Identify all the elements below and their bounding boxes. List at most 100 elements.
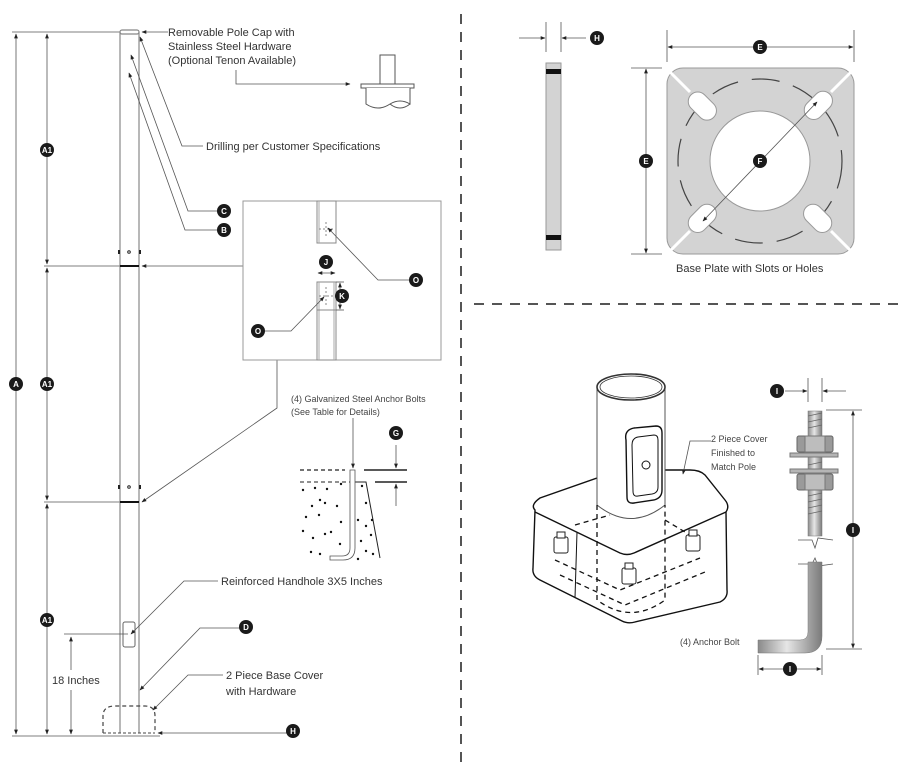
iso-handhole-cover bbox=[624, 425, 663, 504]
foundation-detail: (4) Galvanized Steel Anchor Bolts (See T… bbox=[291, 394, 426, 561]
svg-text:I: I bbox=[852, 526, 854, 535]
anchor-bolts-label-line1: (4) Galvanized Steel Anchor Bolts bbox=[291, 394, 426, 404]
badge-a1-top: A1 bbox=[40, 143, 54, 157]
handhole-leader bbox=[130, 580, 218, 635]
badge-i-top: I bbox=[770, 384, 784, 398]
dimension-badges: A1 A A1 A1 C B O J K O G D H H E E F I I… bbox=[9, 31, 860, 738]
badge-i-right: I bbox=[846, 523, 860, 537]
pole-elevation: 18 Inches Removable Pole Cap with Stainl… bbox=[12, 27, 415, 737]
base-cover-leader bbox=[152, 674, 223, 711]
detail-frame bbox=[242, 200, 442, 361]
anchor-bolt-label: (4) Anchor Bolt bbox=[680, 637, 740, 647]
badge-c: C bbox=[217, 204, 231, 218]
svg-text:J: J bbox=[324, 258, 328, 267]
plate-side-band-bottom bbox=[546, 235, 561, 240]
base-plate-section: Base Plate with Slots or Holes bbox=[519, 22, 855, 275]
base-cover-top-edge bbox=[534, 511, 727, 556]
o-leader-top bbox=[327, 227, 410, 281]
drilling-leader bbox=[139, 36, 203, 147]
tenon-leader bbox=[235, 70, 351, 86]
badge-k: K bbox=[335, 289, 349, 303]
svg-text:O: O bbox=[255, 327, 261, 336]
svg-text:F: F bbox=[758, 157, 763, 166]
badge-o-top: O bbox=[409, 273, 423, 287]
svg-text:A: A bbox=[13, 380, 19, 389]
drill-holes-1 bbox=[118, 250, 141, 254]
bolt-nut-bottom-face bbox=[804, 473, 826, 491]
badge-a1-bottom: A1 bbox=[40, 613, 54, 627]
pole-cap bbox=[119, 29, 140, 35]
break-line-lower bbox=[798, 557, 834, 567]
badge-a1-middle: A1 bbox=[40, 377, 54, 391]
bolt-washer-bottom bbox=[789, 468, 839, 474]
concrete-aggregate bbox=[301, 482, 375, 561]
svg-text:H: H bbox=[290, 727, 296, 736]
svg-text:H: H bbox=[594, 34, 600, 43]
badge-j: J bbox=[319, 255, 333, 269]
anchor-bolts-label-line2: (See Table for Details) bbox=[291, 407, 380, 417]
badge-i-bottom: I bbox=[783, 662, 797, 676]
base-cover-line1: 2 Piece Base Cover bbox=[226, 670, 324, 682]
iso-handhole-inner bbox=[631, 434, 659, 497]
drilling-label: Drilling per Customer Specifications bbox=[206, 141, 381, 153]
badge-g: G bbox=[389, 426, 403, 440]
handhole-label: Reinforced Handhole 3X5 Inches bbox=[221, 576, 383, 588]
handhole-height-label: 18 Inches bbox=[52, 675, 100, 687]
svg-text:A1: A1 bbox=[42, 616, 53, 625]
badge-f: F bbox=[753, 154, 767, 168]
b-leader bbox=[128, 72, 218, 231]
cover-split-line bbox=[574, 531, 578, 599]
o-leader-bottom bbox=[264, 296, 325, 332]
badge-h-top: H bbox=[590, 31, 604, 45]
svg-text:C: C bbox=[221, 207, 227, 216]
bolt-nut-top-face bbox=[804, 435, 826, 453]
drilling-detail-box bbox=[242, 200, 442, 361]
svg-text:A1: A1 bbox=[42, 380, 53, 389]
svg-text:K: K bbox=[339, 292, 345, 301]
iso-cover-line1: 2 Piece Cover bbox=[711, 434, 768, 444]
svg-text:I: I bbox=[789, 665, 791, 674]
detail-leader-bottom bbox=[141, 360, 278, 503]
bolt-circle bbox=[677, 78, 843, 244]
hidden-plate-2 bbox=[559, 571, 706, 606]
detail-pole-bottom bbox=[316, 281, 337, 361]
plate-side-band-top bbox=[546, 69, 561, 74]
svg-text:A1: A1 bbox=[42, 146, 53, 155]
svg-text:D: D bbox=[243, 623, 249, 632]
badge-b: B bbox=[217, 223, 231, 237]
iso-cover-line2: Finished to bbox=[711, 448, 755, 458]
badge-e-left: E bbox=[639, 154, 653, 168]
break-line-upper bbox=[798, 537, 834, 550]
c-leader bbox=[130, 54, 218, 212]
badge-o-bottom: O bbox=[251, 324, 265, 338]
svg-text:I: I bbox=[776, 387, 778, 396]
anchor-bolt-section bbox=[329, 469, 356, 561]
handhole bbox=[122, 621, 136, 648]
iso-cover-line3: Match Pole bbox=[711, 462, 756, 472]
badge-e-top: E bbox=[753, 40, 767, 54]
pole-opening-inner bbox=[599, 375, 663, 399]
bolt-washer-top bbox=[789, 452, 839, 458]
iso-cover-leader bbox=[682, 440, 711, 475]
cap-label-line1: Removable Pole Cap with bbox=[168, 27, 295, 39]
badge-a: A bbox=[9, 377, 23, 391]
pole-opening bbox=[596, 373, 666, 401]
base-plate-side-view bbox=[545, 62, 562, 251]
svg-text:B: B bbox=[221, 226, 227, 235]
svg-text:E: E bbox=[643, 157, 649, 166]
iso-anchor-nuts bbox=[553, 529, 701, 585]
badge-h-bottom: H bbox=[286, 724, 300, 738]
anchor-bolt-detail: (4) Anchor Bolt bbox=[680, 378, 862, 675]
d-leader bbox=[139, 627, 240, 691]
iso-base-view: 2 Piece Cover Finished to Match Pole bbox=[532, 373, 768, 624]
iso-handhole-screw bbox=[641, 460, 651, 470]
cap-label-line3: (Optional Tenon Available) bbox=[168, 55, 296, 67]
svg-text:G: G bbox=[393, 429, 399, 438]
svg-text:O: O bbox=[413, 276, 419, 285]
base-cover-line2: with Hardware bbox=[225, 686, 296, 698]
svg-text:E: E bbox=[757, 43, 763, 52]
cap-label-line2: Stainless Steel Hardware bbox=[168, 41, 292, 53]
base-plate-caption: Base Plate with Slots or Holes bbox=[676, 263, 824, 275]
bolt-rod-lower bbox=[757, 561, 823, 654]
